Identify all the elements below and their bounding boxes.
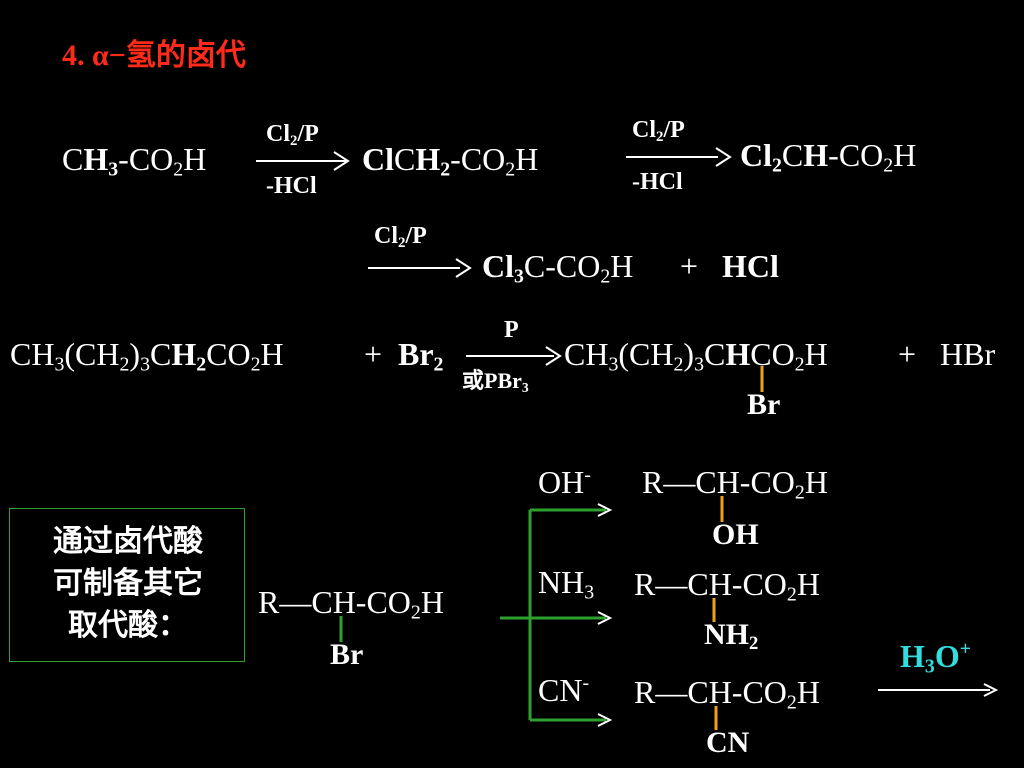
rxn1-product2: Cl2CH-CO2H	[740, 137, 917, 177]
rxn3-reagent-oh: OH-	[538, 464, 591, 500]
rxn1-cond3-top: Cl2/P	[374, 223, 427, 252]
rxn1-cond-bottom: -HCl	[266, 173, 317, 199]
rxn2-reagent: Br2	[398, 336, 444, 376]
rxn3-reagent-nh3: NH3	[538, 564, 595, 604]
rxn3-final-cond: H3O+	[900, 638, 972, 678]
rxn1-cond2-bottom: -HCl	[632, 169, 683, 195]
rxn1-plus: +	[680, 248, 699, 284]
rxn3-reagent-cn: CN-	[538, 672, 590, 708]
rxn2-reactant: CH3(CH2)3CH2CO2H	[10, 336, 284, 376]
note-line-1: 通过卤代酸	[53, 524, 203, 559]
rxn2-arrow-head	[545, 346, 562, 366]
rxn1-arrow3-head	[455, 258, 472, 278]
rxn1-arrow1-head	[333, 151, 350, 171]
rxn2-cond-top: P	[504, 317, 519, 343]
rxn2-cond-bottom: 或PBr3	[462, 368, 529, 395]
final-arrow-head	[983, 683, 999, 697]
branch-arrows	[500, 503, 613, 727]
rxn2-substituent: Br	[747, 388, 781, 421]
rxn3-start: R—CH-CO2H	[258, 584, 444, 624]
rxn1-cond2-top: Cl2/P	[632, 117, 685, 146]
note-box: 通过卤代酸 可制备其它 取代酸：	[9, 508, 245, 662]
rxn3-start-sub: Br	[330, 638, 364, 671]
rxn3-sub-cn: CN	[706, 726, 750, 759]
rxn2-plus1: +	[364, 336, 383, 372]
rxn1-reactant: CH3-CO2H	[62, 141, 207, 181]
rxn1-cond-top: Cl2/P	[266, 121, 319, 150]
rxn1-product1: ClCH2-CO2H	[362, 141, 539, 181]
slide-title: 4. α−氢的卤代	[62, 39, 246, 72]
rxn3-sub-nh2: NH2	[704, 618, 759, 655]
rxn1-byproduct: HCl	[722, 248, 779, 284]
rxn3-product-oh: R—CH-CO2H	[642, 464, 828, 504]
rxn3-product-nh2: R—CH-CO2H	[634, 566, 820, 606]
rxn2-product: CH3(CH2)3CHCO2H	[564, 336, 828, 376]
rxn1-product3: Cl3C-CO2H	[482, 248, 634, 288]
rxn3-product-cn: R—CH-CO2H	[634, 674, 820, 714]
note-line-3: 取代酸：	[68, 608, 188, 643]
note-box-text: 通过卤代酸 可制备其它 取代酸：	[10, 521, 246, 647]
note-line-2: 可制备其它	[53, 566, 203, 601]
rxn2-plus2: +	[898, 336, 917, 372]
rxn2-byproduct: HBr	[940, 336, 996, 372]
rxn3-sub-oh: OH	[712, 518, 759, 551]
rxn1-arrow2-head	[715, 147, 732, 167]
